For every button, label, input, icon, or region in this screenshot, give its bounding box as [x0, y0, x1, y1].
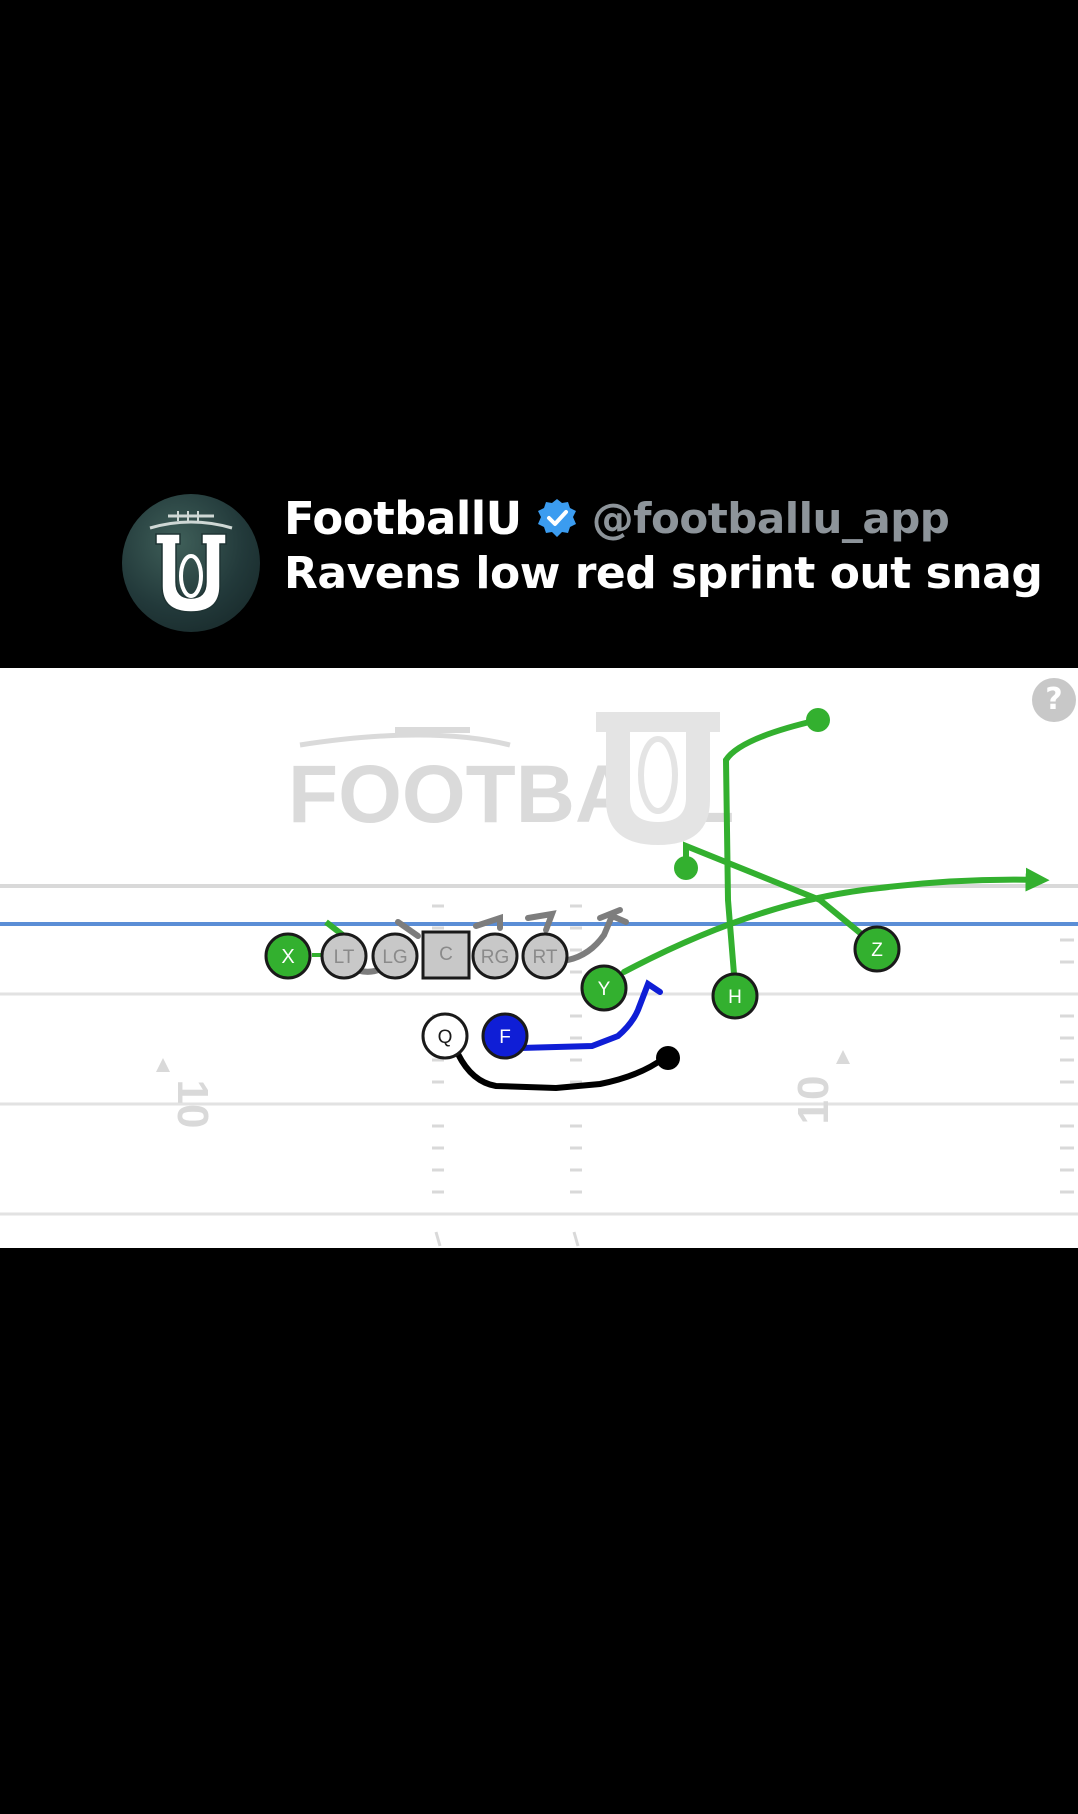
player-x[interactable]: X: [264, 932, 312, 980]
account-handle[interactable]: @footballu_app: [591, 493, 950, 543]
svg-text:RG: RG: [481, 947, 510, 968]
z-route-end: [674, 856, 698, 880]
qb-path: [455, 1051, 667, 1092]
svg-text:Z: Z: [871, 940, 883, 961]
h-route: [722, 717, 821, 977]
svg-text:C: C: [439, 944, 453, 965]
player-lt[interactable]: LT: [320, 932, 368, 980]
player-y[interactable]: Y: [580, 964, 628, 1012]
svg-text:Q: Q: [438, 1027, 453, 1048]
footballu-logo-icon: [149, 511, 233, 613]
yard-lines: [0, 884, 1078, 1216]
svg-text:10: 10: [168, 1080, 217, 1129]
blocking-routes: [345, 907, 629, 975]
svg-text:Y: Y: [598, 979, 611, 1000]
footballu-watermark: FOOTBALL: [288, 712, 734, 845]
player-f[interactable]: F: [481, 1012, 529, 1060]
help-button[interactable]: ?: [1032, 678, 1076, 722]
player-lg[interactable]: LG: [371, 932, 419, 980]
svg-text:LT: LT: [334, 947, 355, 968]
player-rg[interactable]: RG: [471, 932, 519, 980]
play-diagram: FOOTBALL: [0, 668, 1078, 1248]
svg-text:10: 10: [789, 1076, 838, 1125]
qb-path-end: [656, 1046, 680, 1070]
y-route: [621, 867, 1050, 975]
f-route: [517, 979, 663, 1051]
svg-text:LG: LG: [382, 947, 407, 968]
svg-text:H: H: [728, 987, 742, 1008]
verified-badge-icon: [537, 499, 576, 537]
h-route-end: [806, 708, 830, 732]
yard-number-left: 10: [156, 1058, 217, 1128]
player-c[interactable]: C: [421, 930, 471, 980]
player-z[interactable]: Z: [853, 925, 901, 973]
post-header: FootballU @footballu_app Ravens low red …: [0, 480, 1078, 650]
play-diagram-canvas: FOOTBALL: [0, 708, 1078, 1247]
svg-text:F: F: [499, 1027, 511, 1048]
account-name[interactable]: FootballU: [284, 491, 522, 545]
svg-text:RT: RT: [533, 947, 558, 968]
footballu-avatar[interactable]: [122, 494, 260, 632]
post-caption: Ravens low red sprint out snag: [284, 548, 1043, 599]
player-rt[interactable]: RT: [521, 932, 569, 980]
player-q[interactable]: Q: [421, 1012, 469, 1060]
yard-number-right: 10: [789, 1050, 850, 1124]
player-h[interactable]: H: [711, 972, 759, 1020]
svg-text:X: X: [281, 946, 294, 968]
